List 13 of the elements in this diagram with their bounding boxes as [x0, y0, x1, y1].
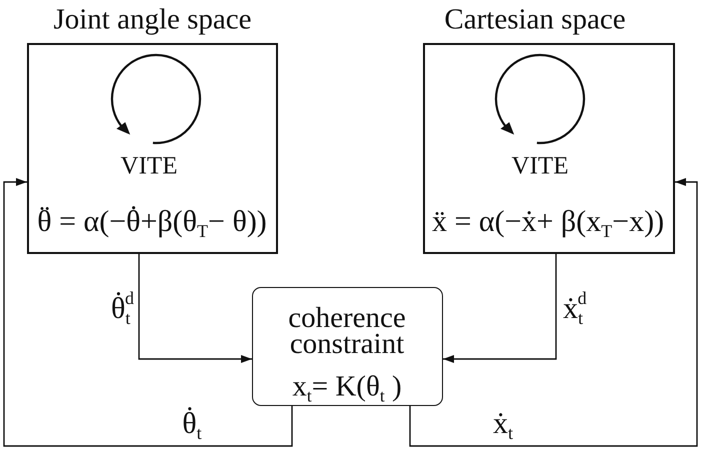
box-label: coherence constraint [287, 305, 407, 357]
edge-label: θ̇$_{t}$ [182, 406, 202, 442]
rounded-process-box [252, 287, 443, 406]
box-heading: Cartesian space [444, 3, 626, 37]
arrow [3, 178, 293, 447]
box-label: VITE [512, 152, 568, 182]
box-heading: Joint angle space [53, 3, 252, 37]
equation: x$_{t}$= K(θ$_{t}$ ) [292, 370, 402, 404]
arrow [138, 254, 252, 363]
arrow [443, 254, 557, 363]
equation: ẍ = α(−ẋ+ β(x$_{T}$−x)) [432, 204, 664, 240]
box-label: VITE [120, 152, 178, 182]
equation: θ̈ = α(−θ̇+β(θ$_{T}$− θ)) [37, 204, 267, 240]
